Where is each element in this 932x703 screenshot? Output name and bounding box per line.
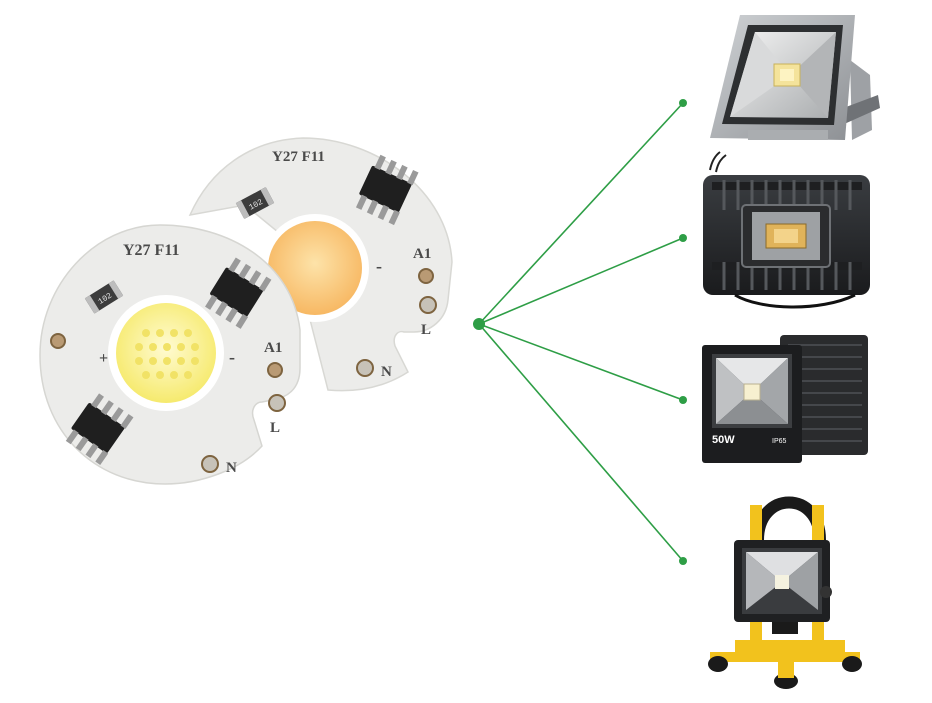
connector-end-dot-2 xyxy=(679,234,687,242)
floodlight-silver-image xyxy=(710,15,880,140)
pad-a1-cool xyxy=(267,362,283,378)
connector-line-4 xyxy=(478,323,684,562)
connector-line-1 xyxy=(478,102,684,325)
connector-line-2 xyxy=(478,237,684,325)
floodlight-black-finned-image xyxy=(703,151,870,309)
minus-label-cool: - xyxy=(229,347,235,367)
pad-a1-warm xyxy=(418,268,434,284)
driver-ic-cool-top xyxy=(205,257,272,329)
pad-l-cool xyxy=(268,394,286,412)
connector-end-dot-4 xyxy=(679,557,687,565)
connector-end-dot-1 xyxy=(679,99,687,107)
driver-ic-cool-bottom xyxy=(65,393,134,465)
cob-module-warm: 102 Y27 F11 - A1 L N xyxy=(188,137,453,392)
n-label-warm: N xyxy=(381,364,392,380)
mount-hole-cool xyxy=(50,333,66,349)
resistor-warm: 102 xyxy=(235,187,275,219)
a1-label-warm: A1 xyxy=(413,246,431,262)
pad-n-cool xyxy=(201,455,219,473)
connector-end-dot-3 xyxy=(679,396,687,404)
model-label-warm: Y27 F11 xyxy=(272,149,325,165)
cob-dots-cool xyxy=(135,329,199,379)
model-label-cool: Y27 F11 xyxy=(123,242,179,259)
floodlight-black-slim-image: 50W IP65 xyxy=(702,335,868,463)
cob-module-cool: 102 Y27 F11 + - A1 xyxy=(39,224,301,485)
connector-lines xyxy=(478,102,684,562)
pad-l-warm xyxy=(419,296,437,314)
connector-line-3 xyxy=(478,323,684,401)
l-label-cool: L xyxy=(270,420,280,436)
pad-n-warm xyxy=(356,359,374,377)
ip-rating-label: IP65 xyxy=(772,438,787,445)
l-label-warm: L xyxy=(421,322,431,338)
connector-hub-dot xyxy=(473,318,485,330)
resistor-cool: 102 xyxy=(84,280,124,314)
a1-label-cool: A1 xyxy=(264,340,282,356)
driver-ic-warm xyxy=(355,154,419,226)
n-label-cool: N xyxy=(226,460,237,476)
plus-label-cool: + xyxy=(99,350,108,367)
floodlight-portable-yellow-image xyxy=(708,496,862,689)
wattage-label: 50W xyxy=(712,434,735,446)
minus-label-warm: - xyxy=(376,256,382,276)
